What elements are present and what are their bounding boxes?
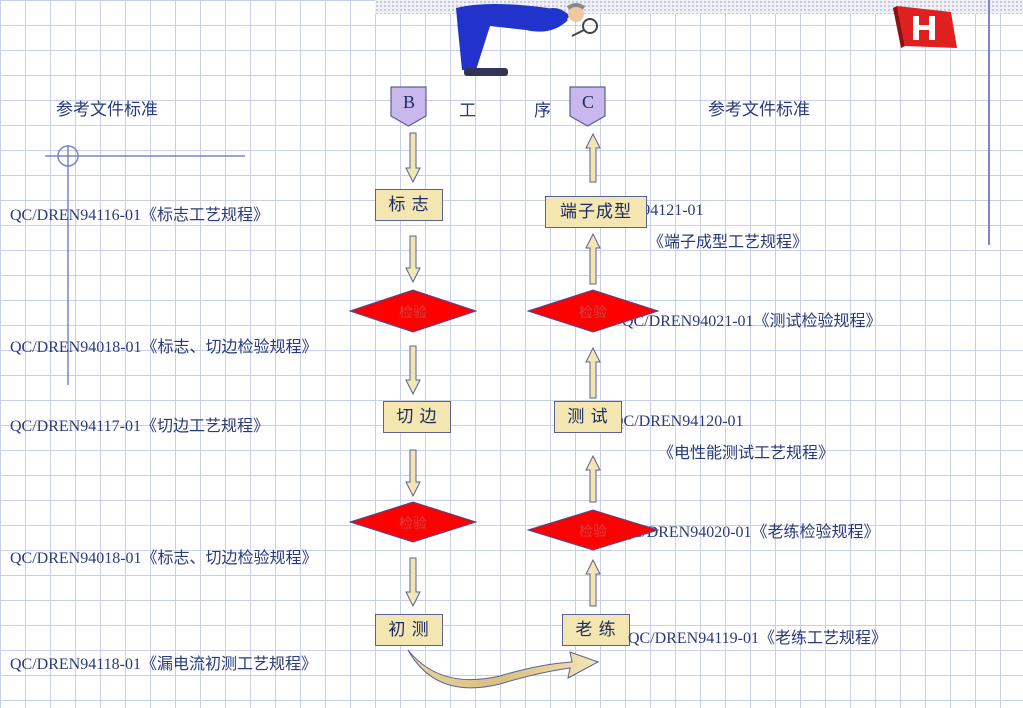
- process-label-xu: 序: [534, 101, 551, 120]
- company-logo: [893, 6, 957, 48]
- inspection-diamond: [526, 289, 660, 333]
- down-arrow: [405, 345, 421, 396]
- inspection-label: 检验: [579, 525, 607, 540]
- process-label-gong: 工: [459, 101, 476, 120]
- up-arrow: [585, 454, 601, 503]
- left-reference: QC/DREN94117-01《切边工艺规程》: [10, 418, 269, 435]
- step-biaozhi: 标 志: [375, 189, 443, 221]
- left-reference: QC/DREN94118-01《漏电流初测工艺规程》: [10, 656, 317, 673]
- right-vertical-rule: [988, 0, 990, 245]
- right-reference-line2: 《端子成型工艺规程》: [648, 234, 809, 251]
- inspection-label: 检验: [399, 517, 427, 532]
- inspection-diamond: [348, 289, 478, 333]
- right-reference-title: 参考文件标准: [708, 100, 810, 119]
- inspector-illustration: [456, 3, 598, 76]
- badge-b: [390, 86, 427, 127]
- inspection-diamond: [348, 501, 478, 543]
- badge-b-label: B: [402, 92, 415, 112]
- crosshair-decoration: [45, 145, 245, 385]
- curved-connector-arrow: [407, 649, 600, 689]
- badge-c: [569, 86, 606, 127]
- down-arrow: [405, 557, 421, 608]
- down-arrow: [405, 235, 421, 284]
- badge-c-label: C: [581, 92, 594, 112]
- step-chuce: 初 测: [375, 614, 443, 646]
- inspection-diamond: [526, 509, 660, 551]
- step-qiebian: 切 边: [383, 401, 451, 433]
- left-reference: QC/DREN94116-01《标志工艺规程》: [10, 207, 269, 224]
- step-duanzichengxing: 端子成型: [545, 196, 647, 228]
- down-arrow: [405, 132, 421, 184]
- up-arrow: [585, 346, 601, 399]
- left-reference: QC/DREN94018-01《标志、切边检验规程》: [10, 339, 318, 356]
- right-reference-line2: 《电性能测试工艺规程》: [658, 445, 835, 462]
- up-arrow: [585, 132, 601, 183]
- step-laolian: 老 练: [562, 614, 630, 646]
- inspection-label: 检验: [399, 306, 427, 321]
- inspection-label: 检验: [579, 306, 607, 321]
- left-reference: QC/DREN94018-01《标志、切边检验规程》: [10, 550, 318, 567]
- step-ceshi: 测 试: [554, 401, 622, 433]
- up-arrow: [585, 232, 601, 285]
- right-reference: QC/DREN94119-01《老练工艺规程》: [628, 630, 887, 647]
- up-arrow: [585, 558, 601, 607]
- left-reference-title: 参考文件标准: [56, 100, 158, 119]
- down-arrow: [405, 449, 421, 498]
